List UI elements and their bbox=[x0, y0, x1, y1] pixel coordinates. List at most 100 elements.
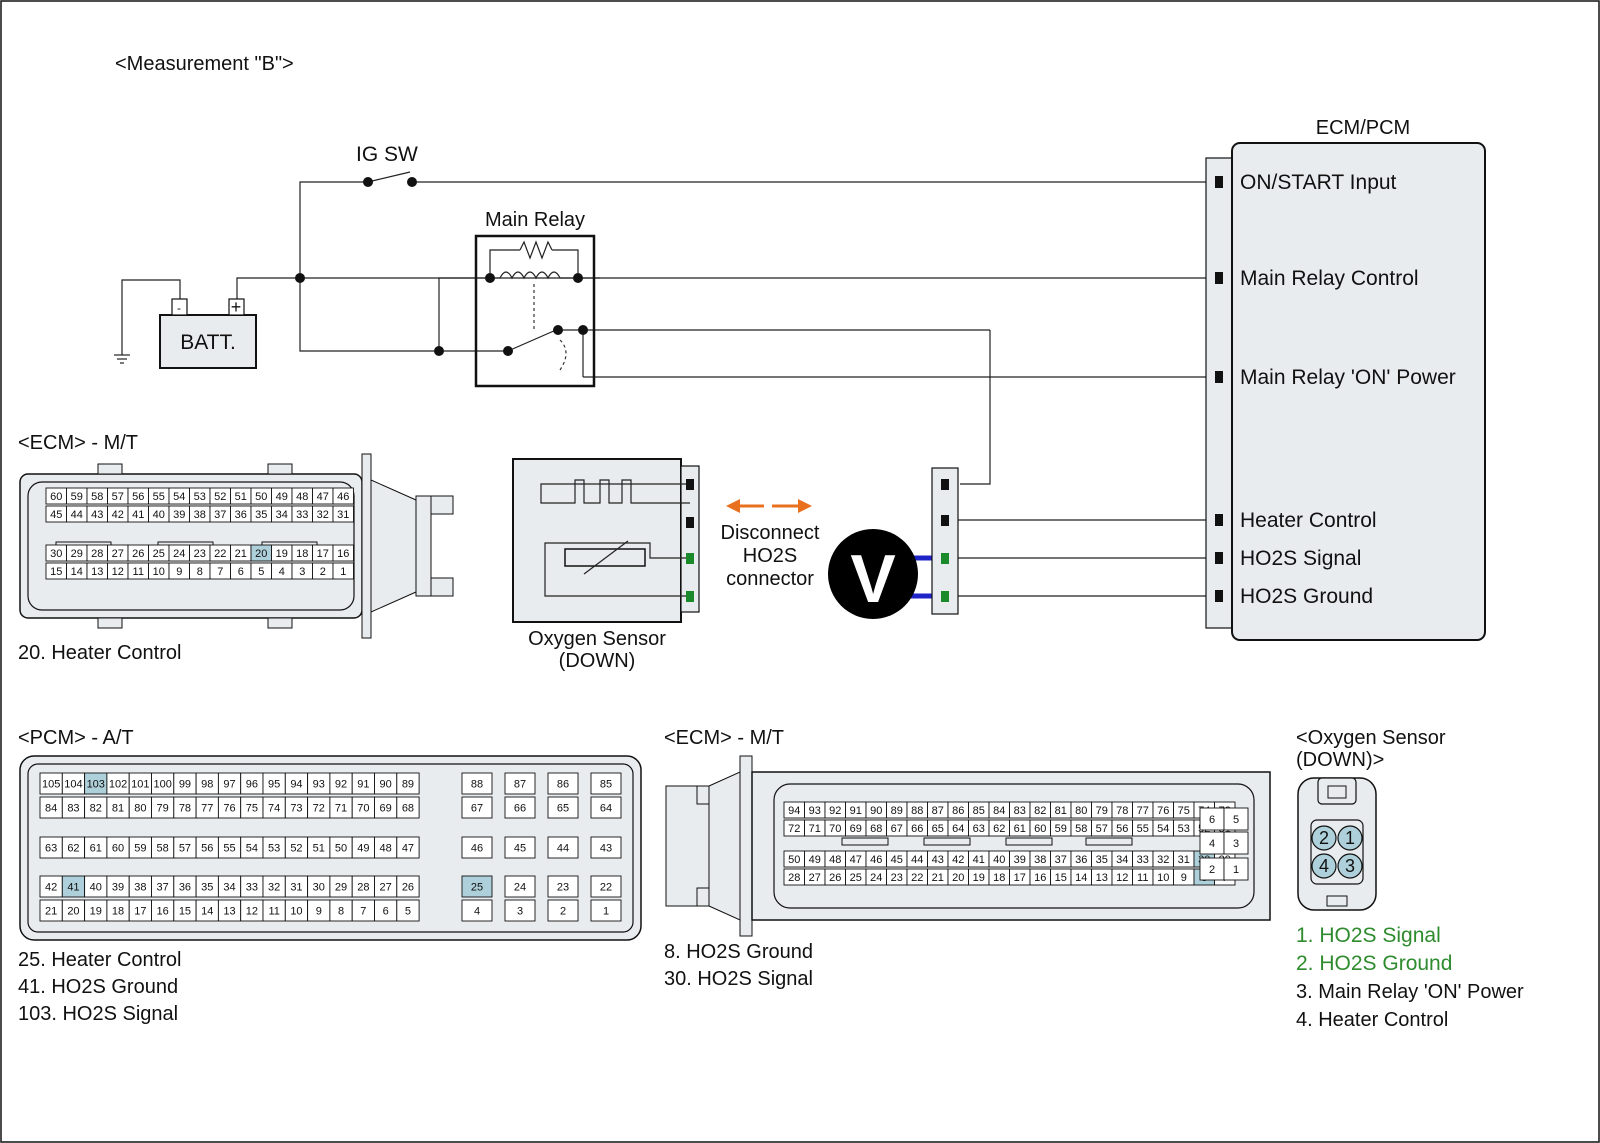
pcm-at-pin: 44 bbox=[547, 836, 579, 859]
ecm-mt-bottom-pin: 91 bbox=[845, 801, 867, 819]
svg-text:75: 75 bbox=[246, 803, 258, 815]
svg-text:35: 35 bbox=[201, 882, 213, 894]
svg-text:18: 18 bbox=[993, 872, 1005, 884]
ecm-pcm-pin-label: HO2S Signal bbox=[1240, 547, 1361, 570]
svg-text:87: 87 bbox=[932, 805, 944, 817]
svg-text:55: 55 bbox=[223, 843, 235, 855]
pcm-at-pin: 71 bbox=[329, 796, 353, 819]
ecm-mt-bottom-pin: 75 bbox=[1173, 801, 1195, 819]
pcm-at-pin: 68 bbox=[396, 796, 420, 819]
pcm-at-pin: 49 bbox=[351, 836, 375, 859]
svg-text:102: 102 bbox=[109, 779, 127, 791]
ecm-mt-top-pin: 7 bbox=[209, 562, 231, 580]
svg-text:16: 16 bbox=[337, 548, 349, 560]
pcm-at-pin: 43 bbox=[590, 836, 622, 859]
svg-text:27: 27 bbox=[809, 872, 821, 884]
ecm-mt-bottom-pin: 38 bbox=[1029, 850, 1051, 868]
svg-text:22: 22 bbox=[911, 872, 923, 884]
pcm-at-pin: 76 bbox=[217, 796, 242, 819]
svg-text:3: 3 bbox=[1233, 838, 1239, 850]
svg-text:42: 42 bbox=[952, 854, 964, 866]
svg-text:31: 31 bbox=[1178, 854, 1190, 866]
svg-text:32: 32 bbox=[268, 882, 280, 894]
ecm-mt-bottom-pin: 55 bbox=[1132, 819, 1154, 837]
pcm-at-pin: 5 bbox=[396, 899, 420, 922]
ecm-mt-bottom-pin: 21 bbox=[927, 868, 949, 886]
svg-text:57: 57 bbox=[1096, 823, 1108, 835]
svg-text:32: 32 bbox=[317, 509, 329, 521]
svg-text:39: 39 bbox=[1014, 854, 1026, 866]
ecm-mt-bottom-pin: 4 bbox=[1199, 831, 1225, 855]
pcm-at-pin: 80 bbox=[128, 796, 152, 819]
svg-text:73: 73 bbox=[290, 803, 302, 815]
ecm-mt-top-pin: 40 bbox=[148, 505, 170, 523]
svg-text:22: 22 bbox=[600, 882, 612, 894]
ecm-mt-bottom-pin: 87 bbox=[927, 801, 949, 819]
svg-text:85: 85 bbox=[600, 779, 612, 791]
svg-text:65: 65 bbox=[557, 803, 569, 815]
svg-text:33: 33 bbox=[1137, 854, 1149, 866]
svg-text:36: 36 bbox=[1075, 854, 1087, 866]
pcm-at-pin: 3 bbox=[504, 899, 536, 922]
svg-text:64: 64 bbox=[600, 803, 612, 815]
svg-text:24: 24 bbox=[173, 548, 185, 560]
pcm-at-pin: 29 bbox=[329, 875, 353, 898]
svg-text:64: 64 bbox=[952, 823, 964, 835]
disconnect-label-line3: connector bbox=[726, 568, 814, 590]
ecm-mt-top-pin: 50 bbox=[250, 487, 272, 505]
ecm-pcm-pin-label: Main Relay 'ON' Power bbox=[1240, 366, 1456, 389]
pcm-at-pin: 96 bbox=[240, 772, 264, 795]
pcm-at-pin: 40 bbox=[84, 875, 108, 898]
pcm-at-pin: 23 bbox=[547, 875, 579, 898]
svg-text:5: 5 bbox=[1233, 814, 1239, 826]
ecm-mt-top-pin: 11 bbox=[127, 562, 149, 580]
svg-text:37: 37 bbox=[157, 882, 169, 894]
pcm-at-pin: 91 bbox=[351, 772, 375, 795]
ecm-pcm-pin-marker bbox=[1215, 272, 1223, 284]
svg-text:69: 69 bbox=[380, 803, 392, 815]
ecm-mt-bottom-connector bbox=[665, 755, 1271, 937]
svg-text:25: 25 bbox=[471, 882, 483, 894]
ecm-pcm-pin-marker bbox=[1215, 590, 1223, 602]
svg-text:3: 3 bbox=[517, 906, 523, 918]
pcm-at-pin: 52 bbox=[284, 836, 309, 859]
svg-text:75: 75 bbox=[1178, 805, 1190, 817]
ecm-mt-bottom-pin: 47 bbox=[845, 850, 867, 868]
ecm-mt-top-pin: 38 bbox=[189, 505, 211, 523]
ecm-mt-bottom-pin: 22 bbox=[906, 868, 928, 886]
ecm-mt-bottom-pin: 32 bbox=[1152, 850, 1174, 868]
ecm-mt-bottom-pin: 76 bbox=[1152, 801, 1174, 819]
svg-text:44: 44 bbox=[557, 843, 569, 855]
ecm-mt-bottom-pin: 2 bbox=[1199, 857, 1225, 881]
ecm-mt-bottom-pin: 50 bbox=[783, 850, 805, 868]
ecm-mt-top-pin: 26 bbox=[127, 544, 149, 562]
svg-text:19: 19 bbox=[276, 548, 288, 560]
svg-text:62: 62 bbox=[993, 823, 1005, 835]
pcm-at-pin: 27 bbox=[374, 875, 398, 898]
svg-text:76: 76 bbox=[223, 803, 235, 815]
svg-text:77: 77 bbox=[1137, 805, 1149, 817]
svg-text:43: 43 bbox=[91, 509, 103, 521]
svg-text:72: 72 bbox=[313, 803, 325, 815]
battery-minus-terminal bbox=[171, 298, 188, 316]
ecm-mt-top-pin: 23 bbox=[189, 544, 211, 562]
ecm-mt-bottom-pin: 61 bbox=[1009, 819, 1031, 837]
svg-text:49: 49 bbox=[809, 854, 821, 866]
svg-text:53: 53 bbox=[268, 843, 280, 855]
svg-text:15: 15 bbox=[50, 566, 62, 578]
ecm-mt-top-pin: 12 bbox=[107, 562, 129, 580]
pcm-at-pin: 55 bbox=[217, 836, 242, 859]
ecm-mt-top-pin: 52 bbox=[209, 487, 231, 505]
svg-text:9: 9 bbox=[316, 906, 322, 918]
pcm-at-pin: 58 bbox=[151, 836, 175, 859]
oxygen-sensor-label-line1: Oxygen Sensor bbox=[528, 628, 666, 650]
pcm-at-pin: 81 bbox=[106, 796, 130, 819]
svg-text:69: 69 bbox=[850, 823, 862, 835]
svg-text:5: 5 bbox=[405, 906, 411, 918]
main-relay bbox=[474, 234, 596, 388]
svg-text:23: 23 bbox=[194, 548, 206, 560]
svg-text:66: 66 bbox=[911, 823, 923, 835]
svg-text:94: 94 bbox=[290, 779, 302, 791]
